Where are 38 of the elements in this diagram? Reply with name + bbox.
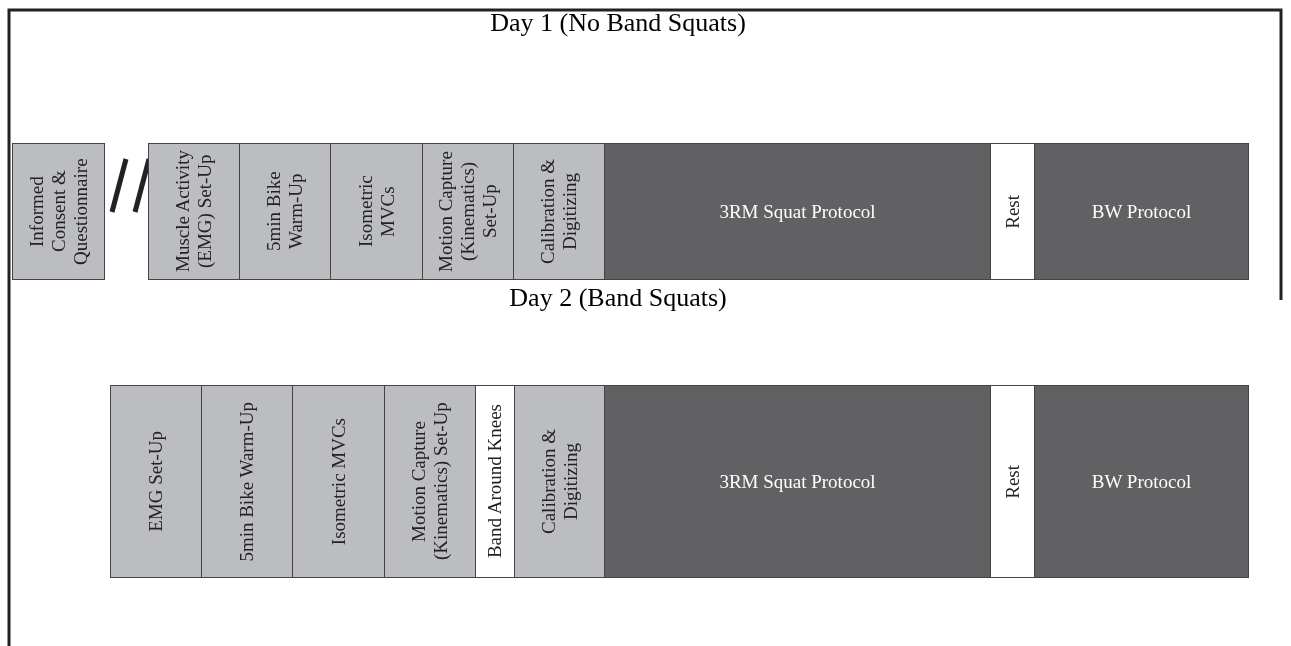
step-block [201, 385, 293, 578]
step-label: Muscle Activity (EMG) Set-Up [172, 149, 216, 274]
step-block [513, 143, 605, 280]
step-block [422, 143, 514, 280]
step-label: Motion Capture (Kinematics) Set-Up [408, 401, 452, 563]
protocol-block [604, 385, 991, 578]
step-label: Motion Capture (Kinematics) Set-Up [435, 150, 501, 274]
step-label: Band Around Knees [484, 404, 506, 559]
step-block [239, 143, 331, 280]
step-label: BW Protocol [1091, 470, 1192, 493]
step-block [384, 385, 476, 578]
day-heading: Day 1 (No Band Squats) [490, 8, 746, 38]
short-step-block [475, 385, 515, 578]
day-heading: Day 2 (Band Squats) [509, 283, 727, 313]
step-block [292, 385, 385, 578]
step-block [148, 143, 240, 280]
step-label: EMG Set-Up [145, 431, 167, 532]
step-block [12, 143, 105, 280]
step-block [330, 143, 423, 280]
step-label: Rest [1001, 194, 1024, 229]
step-block [110, 385, 202, 578]
step-label: Rest [1001, 464, 1024, 499]
protocol-block [604, 143, 991, 280]
step-label: 3RM Squat Protocol [719, 200, 876, 223]
step-label: BW Protocol [1091, 200, 1192, 223]
step-label: 5min Bike Warm-Up [236, 401, 258, 562]
protocol-block [1034, 385, 1249, 578]
step-label: Informed Consent & Questionnaire [25, 157, 92, 267]
protocol-block [1034, 143, 1249, 280]
step-block [514, 385, 605, 578]
step-label: Calibration & Digitizing [537, 158, 581, 266]
step-label: Isometric MVCs [327, 417, 350, 546]
step-label: Isometric MVCs [354, 174, 399, 250]
step-label: 5min Bike Warm-Up [263, 170, 307, 254]
short-step-block [990, 143, 1035, 280]
step-label: 3RM Squat Protocol [719, 470, 876, 493]
short-step-block [990, 385, 1035, 578]
step-label: Calibration & Digitizing [537, 428, 582, 536]
